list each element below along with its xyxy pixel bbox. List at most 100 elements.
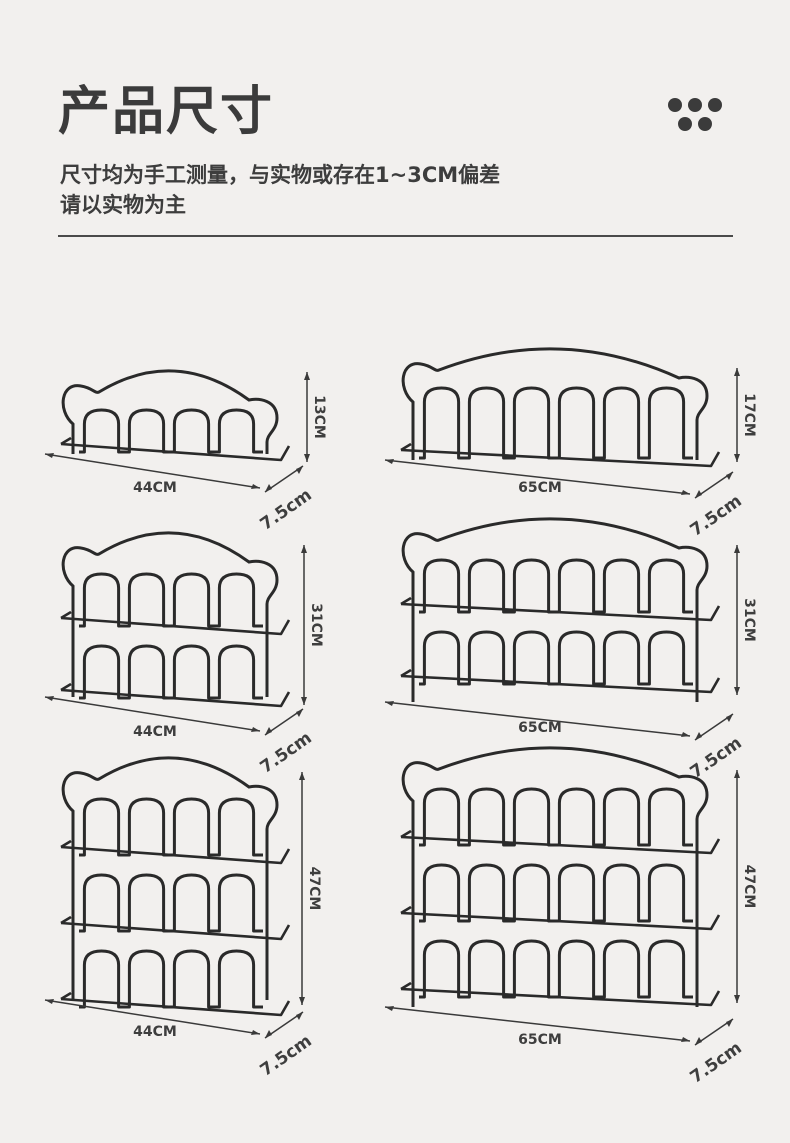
- height-dimension: 31CM: [301, 545, 324, 705]
- rack-crown: [401, 517, 709, 592]
- width-line: [384, 1006, 691, 1042]
- rack-shelf-rail: [60, 682, 291, 708]
- header-divider: [58, 235, 733, 237]
- depth-dimension: 7.5cm: [687, 471, 746, 541]
- rack-hook-row: [79, 644, 263, 700]
- depth-arrow-left: [265, 1030, 272, 1038]
- rack-crown: [61, 756, 279, 831]
- rack-shelf-rail: [60, 610, 291, 636]
- height-label: 47CM: [741, 865, 757, 909]
- width-arrow-right: [251, 484, 260, 489]
- width-arrow-left: [45, 696, 54, 701]
- depth-line: [694, 713, 734, 741]
- width-label: 44CM: [133, 724, 177, 740]
- width-arrow-left: [385, 701, 394, 706]
- rack-shelf-rail: [60, 991, 291, 1017]
- height-dimension: 47CM: [734, 770, 757, 1003]
- rack-shelf-rail: [400, 442, 721, 468]
- height-arrow-bottom: [299, 997, 305, 1005]
- height-label: 47CM: [306, 867, 322, 911]
- height-dimension: 17CM: [734, 368, 757, 462]
- depth-line: [694, 471, 734, 499]
- depth-dimension: 7.5cm: [687, 1018, 746, 1088]
- height-arrow-bottom: [734, 995, 740, 1003]
- depth-arrow-left: [695, 490, 702, 498]
- height-arrow-bottom: [734, 687, 740, 695]
- height-arrow-top: [304, 372, 310, 380]
- width-label: 44CM: [133, 1024, 177, 1040]
- depth-line: [264, 465, 304, 493]
- width-label: 44CM: [133, 480, 177, 496]
- height-label: 17CM: [741, 393, 757, 437]
- rack-shelf-rail: [400, 981, 721, 1007]
- rack-crown: [401, 347, 709, 422]
- depth-arrow-left: [265, 727, 272, 735]
- width-arrow-left: [385, 1006, 394, 1011]
- width-dimension: 65CM: [384, 1006, 691, 1048]
- height-arrow-bottom: [734, 454, 740, 462]
- width-arrow-left: [385, 459, 394, 464]
- subtitle: 尺寸均为手工测量，与实物或存在1~3CM偏差 请以实物为主: [60, 160, 500, 220]
- depth-line: [264, 1011, 304, 1039]
- height-arrow-top: [301, 545, 307, 553]
- width-line: [384, 459, 691, 495]
- depth-arrow-left: [695, 732, 702, 740]
- depth-dimension: 7.5cm: [257, 1011, 316, 1081]
- rack-large-3tier: 65CM 47CM 7.5cm: [384, 746, 757, 1088]
- width-arrow-right: [681, 490, 690, 495]
- rack-crown: [61, 369, 279, 444]
- rack-hook-row: [419, 939, 693, 999]
- width-dimension: 44CM: [44, 696, 261, 740]
- rack-hook-row: [79, 949, 263, 1009]
- rack-hook-row: [79, 797, 263, 857]
- width-arrow-left: [45, 453, 54, 458]
- depth-arrow-left: [265, 484, 272, 492]
- width-label: 65CM: [518, 1032, 562, 1048]
- height-label: 31CM: [741, 598, 757, 642]
- rack-hook-row: [79, 572, 263, 628]
- rack-hook-row: [419, 787, 693, 847]
- width-arrow-left: [45, 999, 54, 1004]
- width-dimension: 44CM: [44, 453, 261, 496]
- height-label: 31CM: [308, 603, 324, 647]
- depth-arrow-right: [726, 714, 733, 722]
- rack-shelf-rail: [400, 905, 721, 931]
- rack-hook-row: [419, 863, 693, 923]
- rack-hook-row: [79, 873, 263, 933]
- width-arrow-right: [681, 732, 690, 737]
- width-arrow-right: [251, 1030, 260, 1035]
- height-arrow-top: [299, 772, 305, 780]
- subtitle-line-1: 尺寸均为手工测量，与实物或存在1~3CM偏差: [60, 163, 501, 187]
- rack-shelf-rail: [60, 839, 291, 865]
- width-line: [384, 701, 691, 737]
- depth-arrow-right: [726, 472, 733, 480]
- rack-shelf-rail: [60, 915, 291, 941]
- page-title: 产品尺寸: [58, 82, 275, 142]
- width-line: [44, 999, 261, 1035]
- height-arrow-top: [734, 545, 740, 553]
- rack-small-2tier: 44CM 31CM 7.5cm: [44, 531, 324, 778]
- height-dimension: 13CM: [304, 372, 327, 462]
- height-label: 13CM: [311, 395, 327, 439]
- rack-shelf-rail: [400, 829, 721, 855]
- width-label: 65CM: [518, 480, 562, 496]
- decorative-dots-icon: [668, 98, 722, 131]
- height-arrow-bottom: [301, 697, 307, 705]
- width-arrow-right: [681, 1037, 690, 1042]
- depth-arrow-right: [296, 709, 303, 717]
- rack-shelf-rail: [400, 596, 721, 622]
- depth-arrow-left: [695, 1037, 702, 1045]
- rack-hook-row: [419, 386, 693, 460]
- width-line: [44, 696, 261, 732]
- width-dimension: 65CM: [384, 459, 691, 496]
- height-dimension: 47CM: [299, 772, 322, 1005]
- width-dimension: 44CM: [44, 999, 261, 1040]
- depth-dimension: 7.5cm: [257, 708, 316, 778]
- depth-arrow-right: [296, 466, 303, 474]
- depth-arrow-right: [296, 1012, 303, 1020]
- width-dimension: 65CM: [384, 701, 691, 737]
- rack-hook-row: [419, 630, 693, 686]
